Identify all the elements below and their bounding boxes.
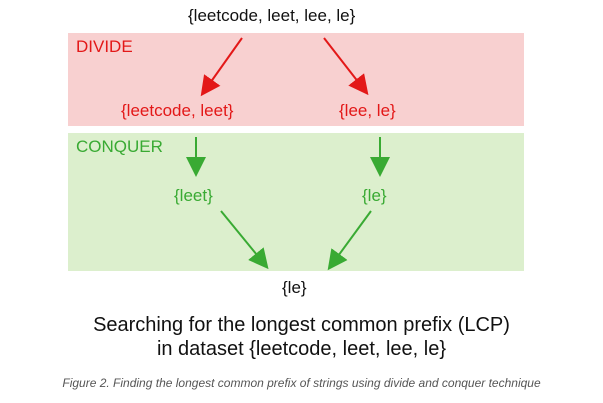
divide-arrow-left bbox=[200, 37, 243, 97]
divide-arrow-right bbox=[323, 37, 369, 96]
left-split-label: {leetcode, leet} bbox=[121, 101, 234, 120]
divide-stage-label: DIVIDE bbox=[76, 37, 133, 56]
right-result-label: {le} bbox=[362, 186, 387, 205]
right-split-label: {lee, le} bbox=[339, 101, 396, 120]
conquer-region bbox=[68, 133, 524, 271]
root-set-label: {leetcode, leet, lee, le} bbox=[188, 6, 356, 25]
description-line-2: in dataset {leetcode, leet, lee, le} bbox=[156, 338, 447, 360]
divide-region bbox=[68, 33, 524, 126]
merge-arrow-right bbox=[327, 210, 372, 271]
description-line-1: Searching for the longest common prefix … bbox=[93, 314, 510, 336]
left-result-label: {leet} bbox=[174, 186, 213, 205]
conquer-stage-label: CONQUER bbox=[76, 137, 163, 156]
figure-caption: Figure 2. Finding the longest common pre… bbox=[62, 376, 541, 390]
merge-arrow-left bbox=[220, 210, 269, 270]
final-result-label: {le} bbox=[282, 278, 307, 297]
